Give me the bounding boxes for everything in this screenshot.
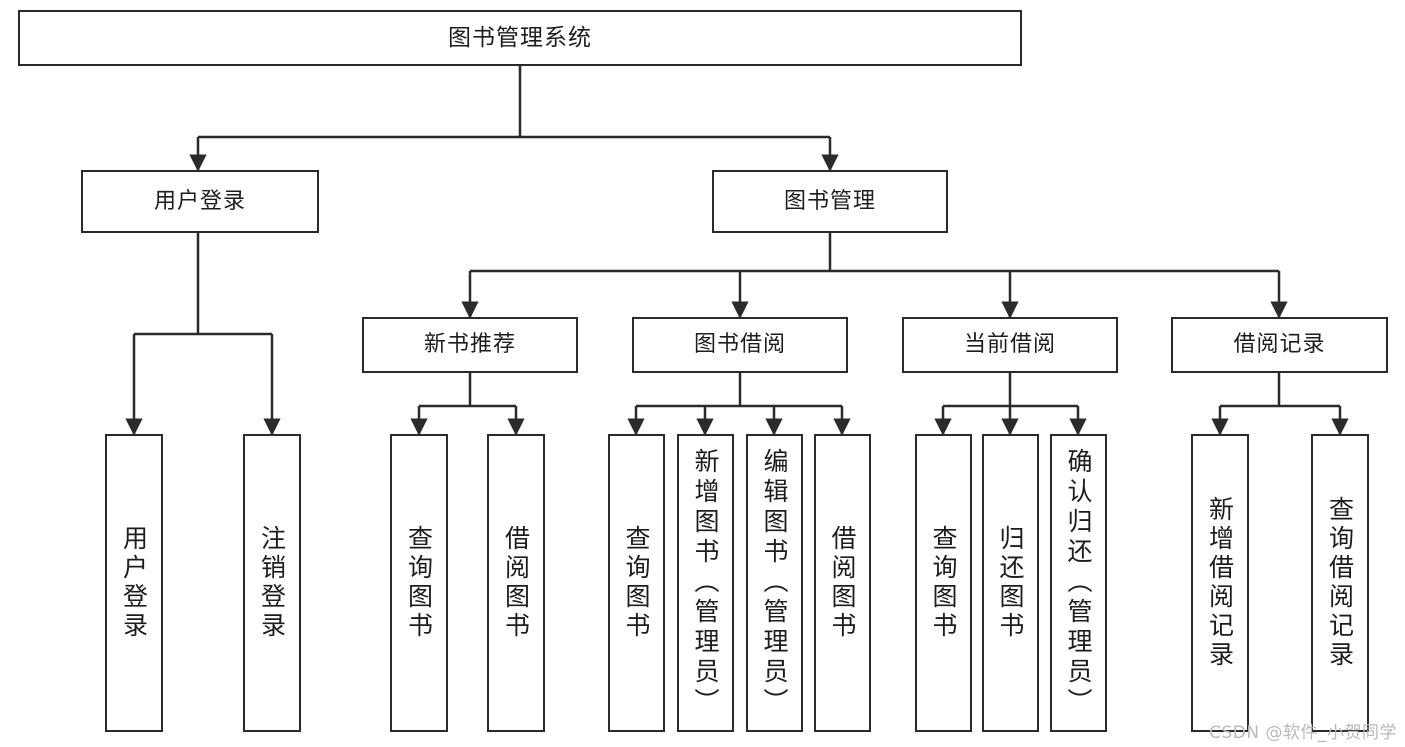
leaf-borrow-record-1[interactable]: 新增借阅记录	[1191, 434, 1249, 732]
node-user-login-label: 用户登录	[153, 188, 246, 214]
leaf-current-borrow-2-label: 归还图书	[996, 525, 1025, 641]
leaf-new-book-1[interactable]: 查询图书	[390, 434, 448, 732]
leaf-new-book-1-label: 查询图书	[404, 525, 434, 641]
leaf-book-borrow-1-label: 查询图书	[622, 525, 651, 641]
node-book-management[interactable]: 图书管理	[712, 170, 948, 233]
node-root[interactable]: 图书管理系统	[18, 10, 1022, 66]
leaf-new-book-2-label: 借阅图书	[501, 525, 531, 641]
leaf-borrow-record-2-label: 查询借阅记录	[1325, 496, 1355, 670]
leaf-new-book-2[interactable]: 借阅图书	[487, 434, 545, 732]
node-book-borrow[interactable]: 图书借阅	[632, 317, 848, 373]
leaf-borrow-record-2[interactable]: 查询借阅记录	[1311, 434, 1369, 732]
leaf-book-borrow-2-label: 新增图书（管理员）	[691, 448, 720, 718]
leaf-user-login-2-label: 注销登录	[257, 525, 287, 641]
node-book-management-label: 图书管理	[783, 188, 876, 214]
node-user-login[interactable]: 用户登录	[81, 170, 319, 233]
node-borrow-record-label: 借阅记录	[1233, 332, 1326, 358]
leaf-current-borrow-3-label: 确认归还（管理员）	[1064, 448, 1093, 718]
leaf-current-borrow-3[interactable]: 确认归还（管理员）	[1050, 434, 1107, 732]
node-borrow-record[interactable]: 借阅记录	[1171, 317, 1388, 373]
leaf-current-borrow-2[interactable]: 归还图书	[982, 434, 1039, 732]
leaf-book-borrow-4-label: 借阅图书	[828, 525, 857, 641]
leaf-user-login-1-label: 用户登录	[119, 525, 149, 641]
leaf-book-borrow-1[interactable]: 查询图书	[608, 434, 665, 732]
leaf-current-borrow-1-label: 查询图书	[929, 525, 958, 641]
leaf-user-login-1[interactable]: 用户登录	[105, 434, 163, 732]
node-book-borrow-label: 图书借阅	[693, 332, 786, 358]
leaf-book-borrow-2[interactable]: 新增图书（管理员）	[677, 434, 734, 732]
leaf-user-login-2[interactable]: 注销登录	[243, 434, 301, 732]
leaf-current-borrow-1[interactable]: 查询图书	[915, 434, 972, 732]
leaf-book-borrow-3-label: 编辑图书（管理员）	[760, 448, 789, 718]
leaf-borrow-record-1-label: 新增借阅记录	[1205, 496, 1235, 670]
leaf-book-borrow-4[interactable]: 借阅图书	[814, 434, 871, 732]
node-current-borrow-label: 当前借阅	[963, 332, 1056, 358]
node-new-book-recommend[interactable]: 新书推荐	[362, 317, 578, 373]
node-new-book-recommend-label: 新书推荐	[423, 332, 516, 358]
node-root-label: 图书管理系统	[448, 24, 592, 51]
node-current-borrow[interactable]: 当前借阅	[902, 317, 1118, 373]
leaf-book-borrow-3[interactable]: 编辑图书（管理员）	[746, 434, 803, 732]
